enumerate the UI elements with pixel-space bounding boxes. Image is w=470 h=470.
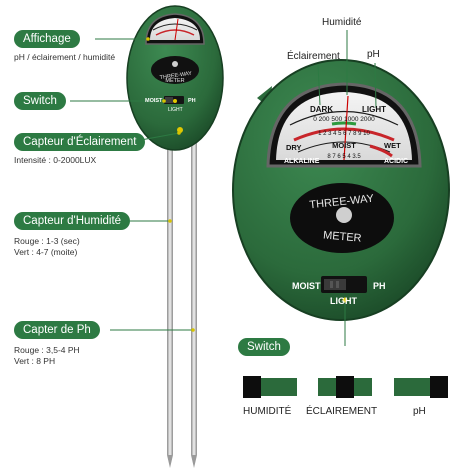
zoomed-meter xyxy=(232,59,450,321)
zoom-alkaline-label: ALKALINE xyxy=(284,158,320,165)
zoom-dark-label: DARK xyxy=(310,105,333,114)
zoom-moist-label: MOIST xyxy=(332,141,356,150)
intensite-note: Intensité : 0-2000LUX xyxy=(14,155,97,165)
switch-label: Switch xyxy=(14,92,66,110)
legend-ph-label: pH xyxy=(413,406,426,417)
legend-ph-swatch xyxy=(394,376,448,398)
zoom-switch-moist: MOIST xyxy=(292,281,321,291)
ph-callout: pH xyxy=(367,49,380,60)
left-leader-dots xyxy=(146,37,195,332)
small-brand-line2: METER xyxy=(165,78,184,84)
zoom-dry-label: DRY xyxy=(286,143,302,152)
ph-vert-note: Vert : 8 PH xyxy=(14,356,56,366)
eclairement-callout: Éclairement xyxy=(287,51,340,62)
capteur-eclairement-label: Capteur d'Éclairement xyxy=(14,133,146,151)
legend-humidite-swatch xyxy=(243,376,297,398)
humidite-callout: Humidité xyxy=(322,17,362,28)
switch-callout: Switch xyxy=(238,338,290,356)
left-leader-lines xyxy=(70,38,193,331)
affichage-note: pH / éclairement / humidité xyxy=(14,52,116,62)
zoom-acidic-label: ACIDIC xyxy=(384,158,408,165)
small-switch-moist: MOIST xyxy=(145,98,163,104)
zoom-brand-line2: METER xyxy=(323,229,362,244)
probe-left xyxy=(167,140,173,455)
affichage-label: Affichage xyxy=(14,30,80,48)
humidite-vert-note: Vert : 4-7 (moite) xyxy=(14,247,78,257)
small-switch-light: LIGHT xyxy=(168,107,183,113)
ph-rouge-note: Rouge : 3,5-4 PH xyxy=(14,345,80,355)
small-switch-ph: PH xyxy=(188,98,196,104)
legend-eclairement-swatch xyxy=(318,376,372,398)
zoom-switch-ph: PH xyxy=(373,281,386,291)
capteur-humidite-label: Capteur d'Humidité xyxy=(14,212,131,230)
legend-humidite-label: HUMIDITÉ xyxy=(243,406,292,417)
zoom-light-scale: 0 200 500 1000 2000 xyxy=(313,116,375,123)
small-meter xyxy=(126,5,224,468)
right-leader-lines xyxy=(317,30,377,346)
zoom-wet-label: WET xyxy=(384,141,401,150)
zoom-moist-scale: 1 2 3 4 5 6 7 8 9 10 xyxy=(318,131,370,137)
zoom-light-label: LIGHT xyxy=(362,105,386,114)
probe-right xyxy=(191,140,197,455)
zoom-ph-scale: 8 7 6 5 4 3.5 xyxy=(327,154,361,160)
humidite-rouge-note: Rouge : 1-3 (sec) xyxy=(14,236,80,246)
small-brand-line1: THREE-WAY xyxy=(159,71,192,81)
zoom-switch-light: LIGHT xyxy=(330,296,357,306)
switch-legend xyxy=(243,376,448,398)
capteur-ph-label: Capter de Ph xyxy=(14,321,100,339)
legend-eclairement-label: ÉCLAIREMENT xyxy=(306,406,378,417)
